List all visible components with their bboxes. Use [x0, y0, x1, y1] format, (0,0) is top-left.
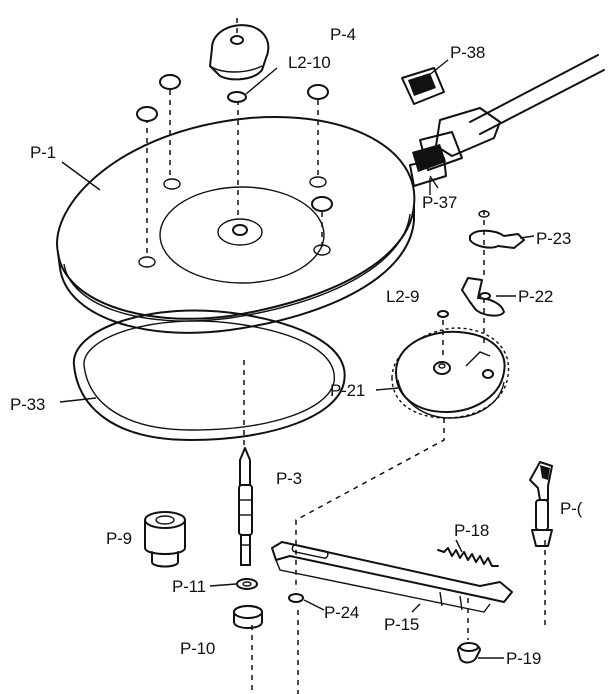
gear-p21	[391, 327, 510, 419]
leader-p11	[209, 583, 237, 587]
clip-p23	[469, 210, 525, 249]
label-p19: P-19	[506, 649, 541, 668]
axis-gear-to-p24	[295, 418, 445, 590]
tonearm-assembly	[409, 54, 605, 195]
leader-p33	[59, 397, 97, 403]
spring-p18	[437, 547, 499, 567]
label-p4: P-4	[330, 25, 356, 44]
pin-feet	[136, 74, 333, 212]
slider-bar-p15	[271, 541, 513, 613]
label-p9: P-9	[106, 529, 132, 548]
leader-p21	[375, 387, 399, 391]
headshell-block-p38	[401, 67, 445, 105]
bearing-cup-p10	[233, 605, 263, 629]
washer-l2-10	[227, 91, 247, 103]
label-p33: P-33	[10, 395, 45, 414]
leader-p1	[61, 161, 101, 191]
label-p37: P-37	[422, 193, 457, 212]
label-p22: P-22	[518, 287, 553, 306]
leader-p15	[411, 603, 421, 613]
label-l2-10: L2-10	[288, 53, 330, 72]
label-p10: P-10	[180, 639, 215, 658]
label-p23: P-23	[536, 229, 571, 248]
label-p11: P-11	[172, 577, 206, 596]
belt-ring-p33	[72, 309, 346, 441]
label-p18: P-18	[454, 521, 489, 540]
cap-p4	[209, 24, 270, 81]
label-p21: P-21	[330, 381, 365, 400]
washer-l2-9	[437, 310, 449, 318]
washer-p11	[236, 578, 258, 590]
bushing-p9	[144, 511, 186, 568]
knob-p19	[457, 642, 481, 664]
leader-l2-10	[245, 67, 278, 95]
washer-p24	[288, 593, 304, 603]
leader-p23	[519, 235, 535, 239]
leader-p24	[303, 599, 325, 611]
label-p1: P-1	[30, 143, 56, 162]
label-p38: P-38	[450, 43, 485, 62]
leader-p18	[455, 539, 463, 553]
label-p3: P-3	[276, 469, 302, 488]
lever-p22	[461, 277, 505, 317]
leader-p37	[429, 175, 439, 189]
label-p24: P-24	[324, 603, 359, 622]
label-l2-9: L2-9	[386, 287, 419, 306]
platter-p1	[56, 116, 416, 334]
label-p1-partial: P-(	[560, 499, 583, 518]
spindle-p3	[238, 447, 253, 566]
leader-p38	[427, 59, 449, 77]
lever-partial-right	[529, 461, 553, 547]
label-p15: P-15	[384, 615, 419, 634]
